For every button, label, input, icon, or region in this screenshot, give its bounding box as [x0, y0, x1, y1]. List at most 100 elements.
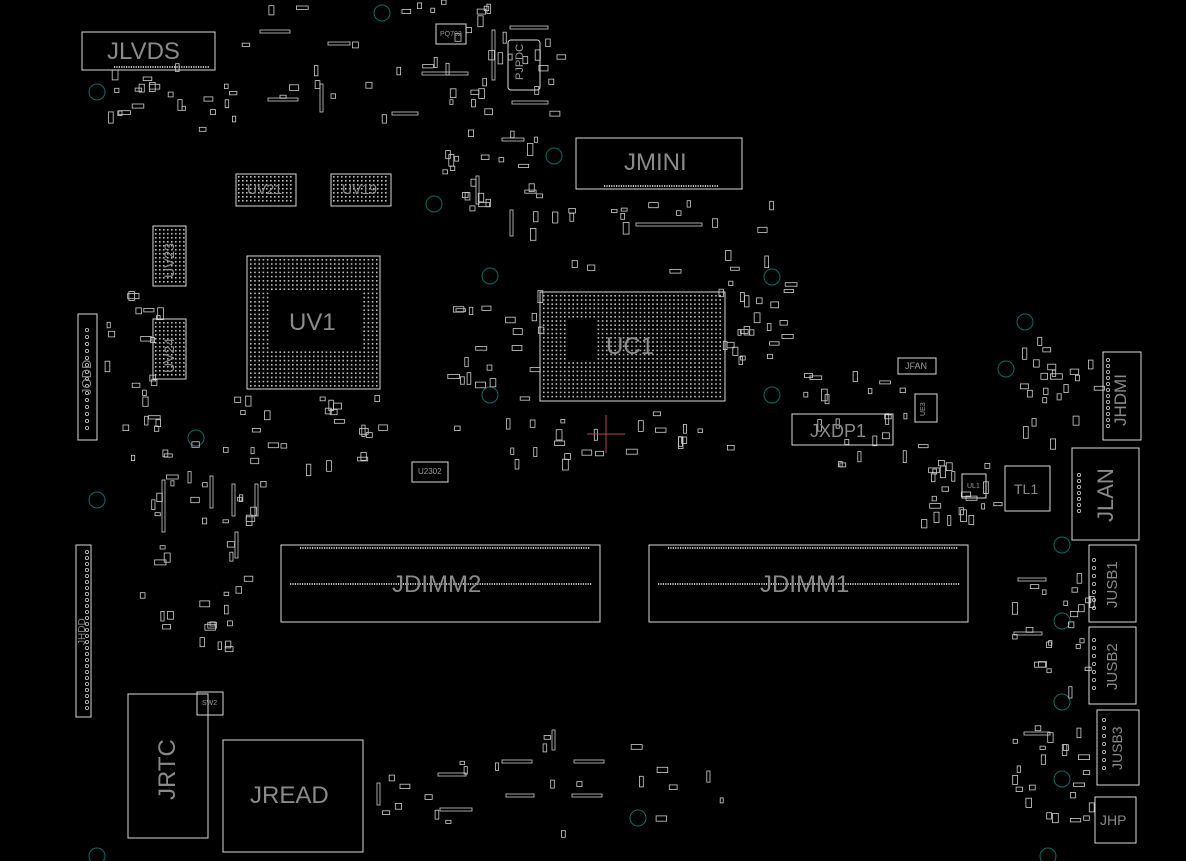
bga-ball — [290, 192, 292, 194]
bga-ball — [639, 349, 642, 352]
bga-ball — [175, 374, 177, 376]
dimm-pin — [552, 547, 554, 549]
bga-ball — [639, 324, 642, 326]
bga-ball — [631, 358, 633, 360]
dimm-pin — [718, 547, 720, 549]
dimm-pin — [166, 66, 168, 68]
bga-ball — [171, 366, 173, 368]
dimm-pin — [689, 547, 691, 549]
bga-ball — [610, 379, 612, 381]
bga-ball — [614, 311, 616, 314]
bga-ball — [631, 307, 633, 310]
smd-component — [1046, 668, 1052, 674]
bga-ball — [610, 366, 612, 368]
mounting-hole — [88, 847, 106, 861]
bga-ball — [664, 328, 667, 331]
bga-ball — [350, 288, 353, 290]
bga-ball — [334, 275, 336, 278]
bga-ball — [304, 288, 307, 290]
bga-ball — [163, 330, 165, 332]
bga-ball — [159, 354, 161, 356]
bga-ball — [334, 288, 336, 290]
bga-ball — [559, 337, 562, 339]
bga-ball — [639, 332, 642, 335]
bga-ball — [349, 192, 351, 194]
bga-ball — [333, 184, 335, 186]
smd-component — [958, 507, 964, 516]
bga-ball — [246, 188, 248, 190]
dimm-pin — [326, 583, 328, 585]
dimm-pin — [475, 547, 477, 549]
label-uv21: UV21 — [247, 181, 283, 197]
bga-ball — [258, 359, 260, 362]
bga-ball — [706, 307, 709, 310]
smd-component — [1051, 369, 1057, 377]
bga-ball — [365, 176, 367, 178]
bga-ball — [559, 328, 562, 331]
dimm-pin — [321, 583, 323, 585]
bga-ball — [300, 271, 302, 274]
dimm-pin — [573, 547, 575, 549]
smd-component — [1083, 815, 1090, 821]
smd-component — [595, 450, 604, 457]
bga-ball — [363, 372, 365, 374]
bga-ball — [290, 180, 292, 182]
bga-ball — [643, 332, 646, 335]
bga-ball — [681, 387, 684, 389]
bga-ball — [371, 263, 374, 265]
bga-ball — [363, 284, 365, 286]
bga-ball — [341, 176, 343, 178]
dimm-pin — [948, 583, 950, 585]
label-jdimm2: JDIMM2 — [392, 571, 482, 598]
bga-ball — [664, 374, 667, 377]
bga-ball — [685, 337, 688, 339]
smd-component — [764, 255, 769, 269]
bga-ball — [371, 372, 374, 374]
bga-ball — [376, 359, 378, 362]
dimm-pin — [492, 547, 494, 549]
jfan-connector — [897, 357, 937, 375]
bga-ball — [159, 237, 161, 239]
bga-ball — [547, 311, 549, 314]
dimm-pin — [379, 547, 381, 549]
smd-component — [449, 165, 456, 171]
dimm-pin — [787, 583, 789, 585]
dimm-pin — [479, 583, 481, 585]
bga-ball — [669, 379, 671, 381]
bga-ball — [660, 391, 663, 394]
bga-ball — [555, 395, 558, 398]
bga-ball — [648, 379, 650, 381]
bga-ball — [337, 192, 339, 194]
smd-component — [1050, 373, 1063, 380]
dimm-pin — [794, 583, 796, 585]
bga-ball — [618, 391, 621, 394]
bga-ball — [266, 176, 268, 178]
dimm-pin — [318, 583, 320, 585]
bga-ball — [274, 200, 276, 202]
bga-ball — [376, 338, 378, 341]
bga-ball — [610, 332, 612, 335]
smd-component — [1047, 363, 1057, 371]
dimm-pin — [914, 583, 916, 585]
bga-ball — [155, 366, 157, 368]
dimm-pin — [386, 583, 388, 585]
bga-ball — [711, 337, 713, 339]
dimm-pin — [737, 547, 739, 549]
bga-ball — [559, 370, 562, 373]
bga-ball — [715, 379, 717, 381]
bga-ball — [300, 364, 302, 366]
bga-ball — [334, 372, 336, 374]
dimm-pin — [857, 547, 859, 549]
bga-ball — [551, 391, 553, 394]
bga-ball — [258, 372, 260, 374]
smd-component — [809, 375, 823, 380]
dimm-pin — [747, 547, 749, 549]
bga-ball — [593, 383, 595, 385]
bga-ball — [601, 324, 604, 326]
dimm-pin — [785, 583, 787, 585]
dimm-pin — [878, 583, 880, 585]
bga-ball — [622, 374, 625, 377]
bga-ball — [287, 284, 290, 286]
bga-ball — [275, 359, 277, 362]
